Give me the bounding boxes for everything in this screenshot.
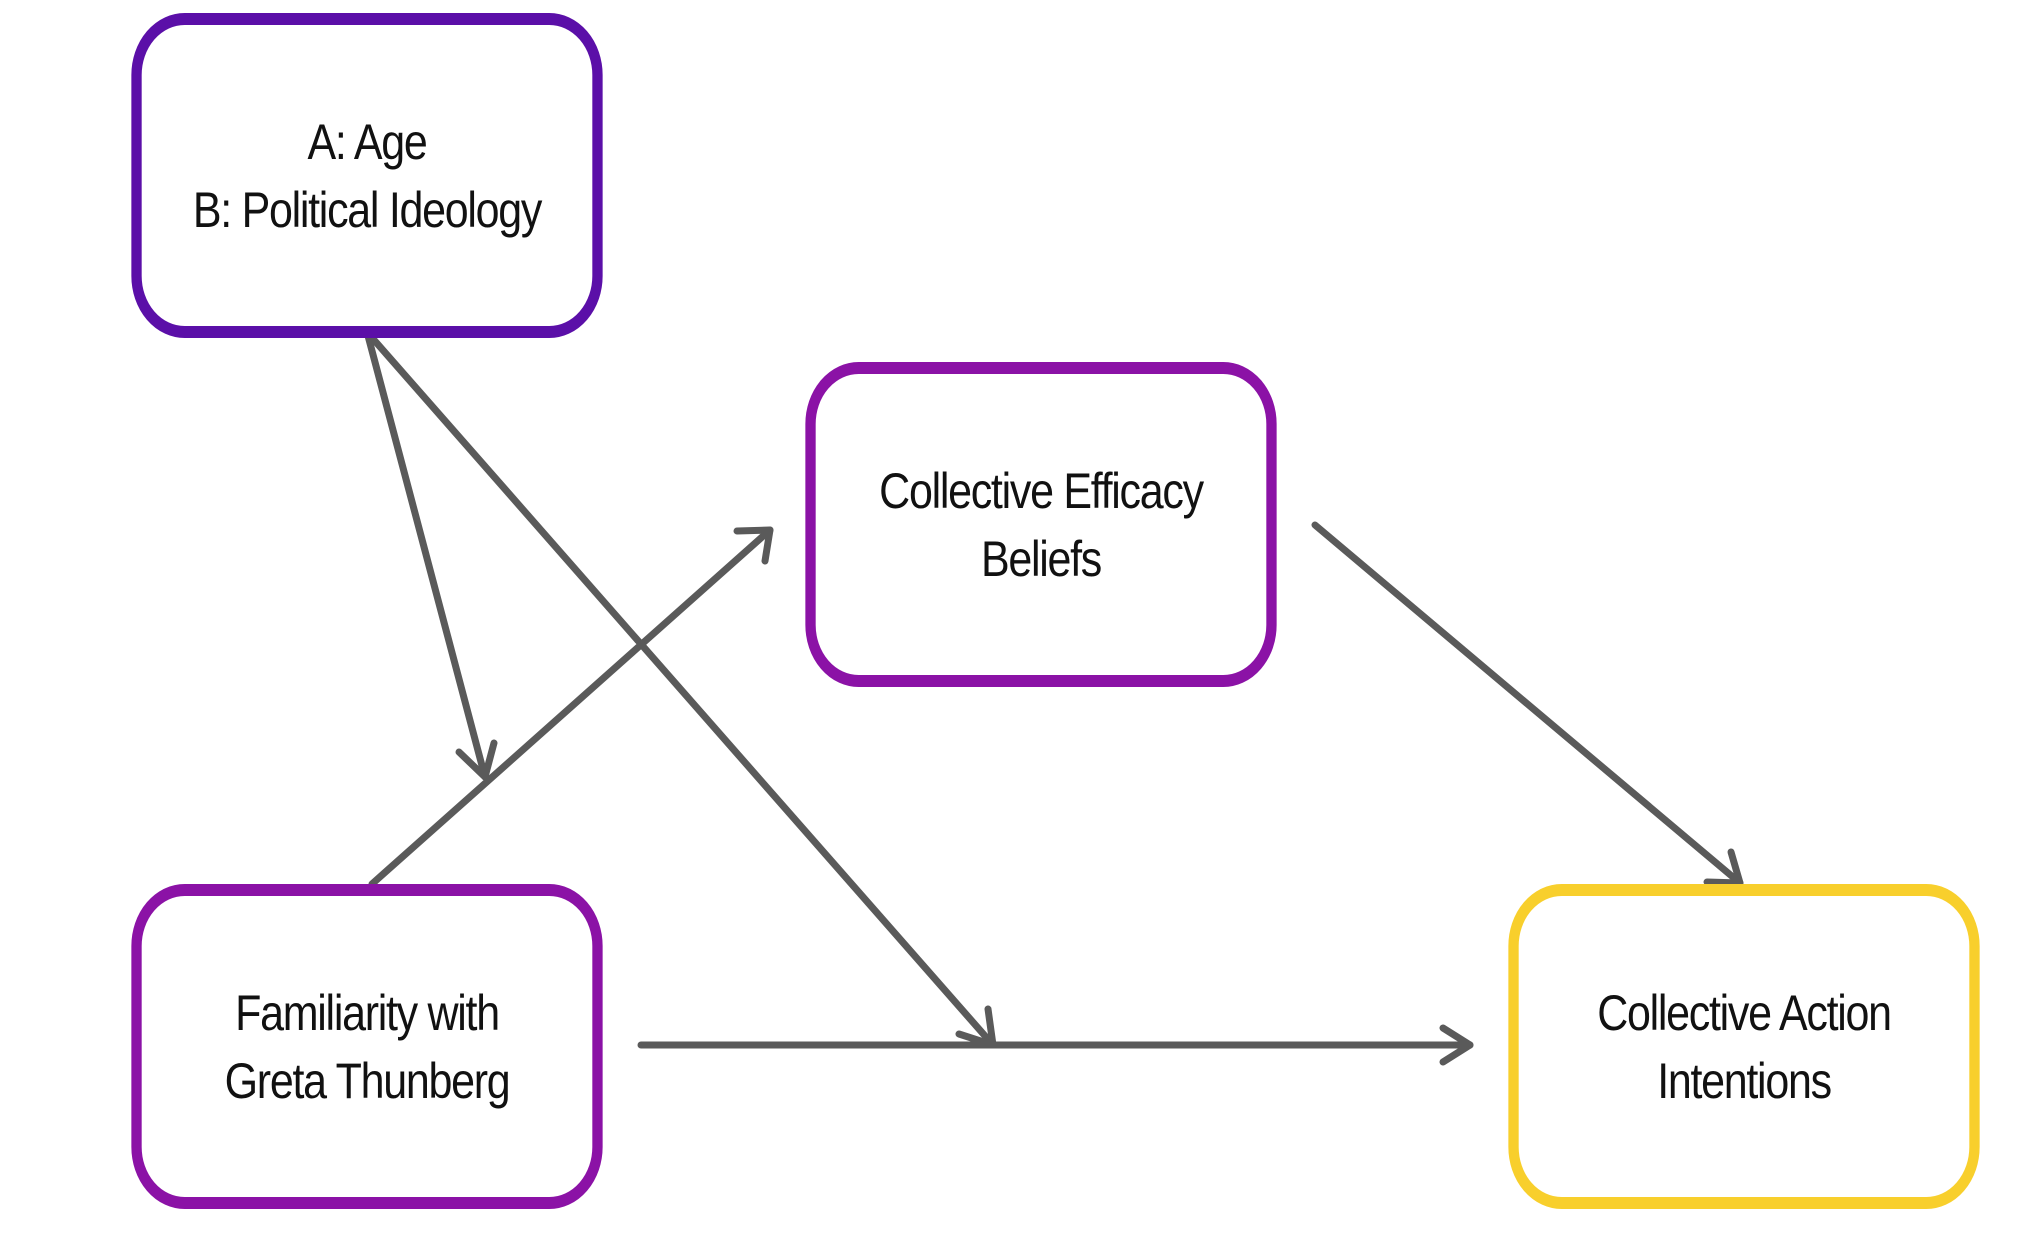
action-node: Collective Action Intentions <box>1508 884 1980 1209</box>
efficacy-node: Collective Efficacy Beliefs <box>805 362 1277 687</box>
familiarity-line-2: Greta Thunberg <box>224 1052 511 1109</box>
familiarity-node: Familiarity with Greta Thunberg <box>131 884 603 1209</box>
edge-moderator-to-efficacy-path <box>363 328 498 781</box>
edge-familiarity-to-action <box>637 1024 1474 1066</box>
familiarity-line-1: Familiarity with <box>235 984 500 1041</box>
edge-familiarity-to-efficacy <box>368 526 774 888</box>
action-line-1: Collective Action <box>1597 984 1892 1041</box>
action-line-2: Intentions <box>1657 1052 1832 1109</box>
moderators-line-2: B: Political Ideology <box>192 181 542 238</box>
edge-efficacy-to-action <box>1311 521 1744 887</box>
efficacy-line-1: Collective Efficacy <box>879 462 1204 519</box>
moderators-line-1: A: Age <box>307 113 428 170</box>
efficacy-line-2: Beliefs <box>980 530 1102 587</box>
moderators-node: A: Age B: Political Ideology <box>131 13 603 338</box>
edge-moderator-to-direct-path <box>363 328 997 1049</box>
